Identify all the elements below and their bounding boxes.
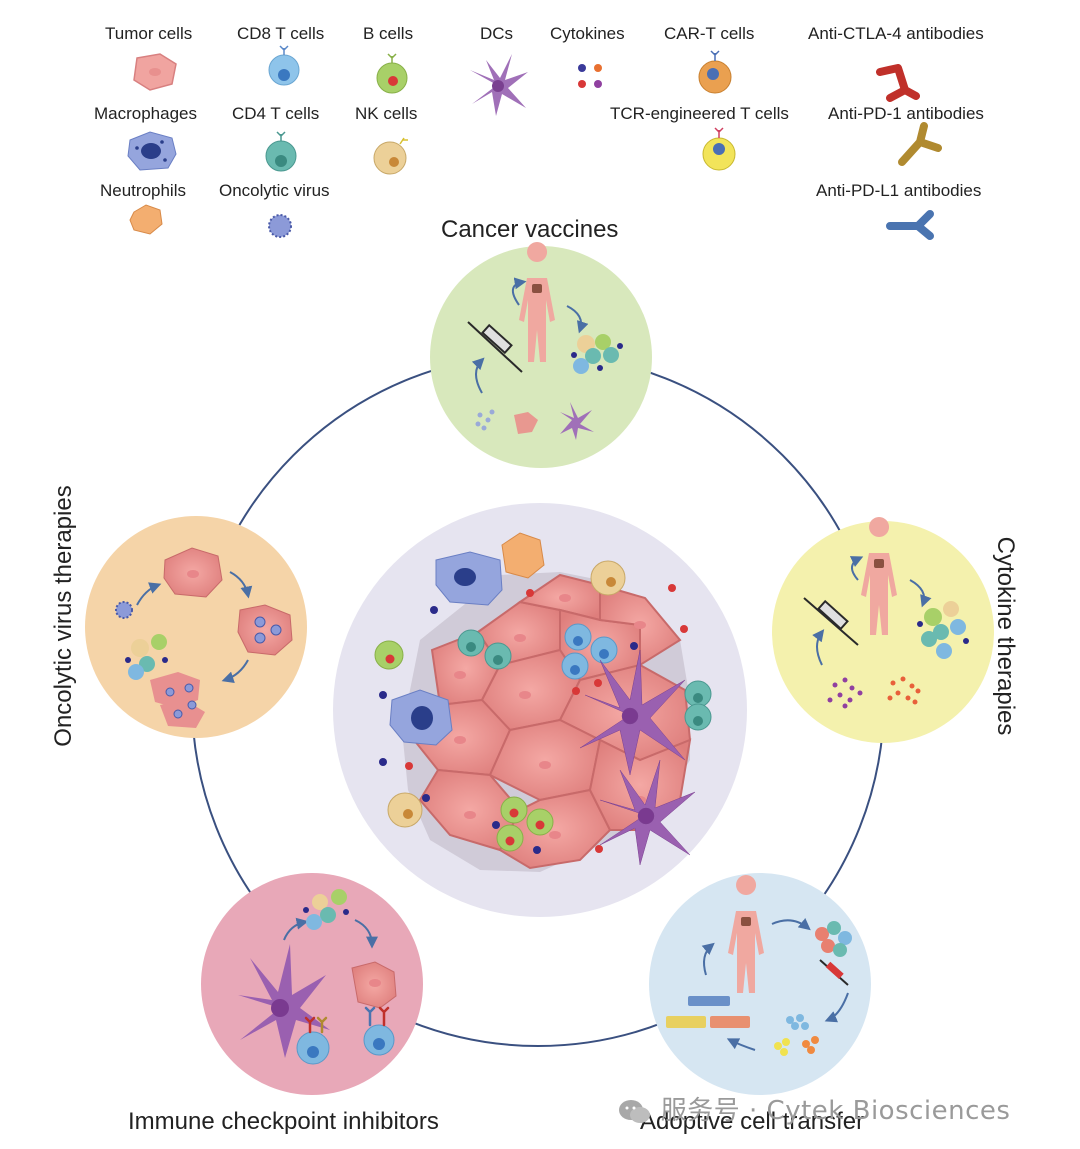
tme-cd4-cell xyxy=(484,642,512,670)
tme-cd8-cell xyxy=(561,652,589,680)
legend-label-tcr-t-cells: TCR-engineered T cells xyxy=(610,104,789,123)
tme-cytokines xyxy=(379,584,688,854)
human-figure-icon xyxy=(728,875,764,993)
dendritic-cell xyxy=(238,944,330,1058)
legend-label-macrophages: Macrophages xyxy=(94,104,198,123)
car-t-cell-icon xyxy=(698,50,732,94)
nk-cell-icon xyxy=(373,137,408,175)
cd8-t-cell-icon xyxy=(268,45,300,86)
legend-label-anti-pd1: Anti-PD-1 antibodies xyxy=(828,104,984,123)
legend-label-anti-pdl1: Anti-PD-L1 antibodies xyxy=(816,181,982,200)
title-oncolytic-virus-therapies: Oncolytic virus therapies xyxy=(50,485,77,747)
checkpoint-inhibitors-panel xyxy=(201,873,423,1095)
tme-dendritic-cell xyxy=(599,759,696,866)
adoptive-cell-transfer-panel xyxy=(649,873,871,1095)
human-figure-icon xyxy=(519,242,555,362)
legend-label-dcs: DCs xyxy=(480,24,514,43)
tme-neutrophil xyxy=(501,532,545,579)
legend-label-anti-ctla4: Anti-CTLA-4 antibodies xyxy=(808,24,984,43)
tme-nk-cell xyxy=(387,792,423,828)
tme-cd8-cell xyxy=(590,636,618,664)
title-cytokine-therapies: Cytokine therapies xyxy=(992,536,1019,736)
cytokines-icon xyxy=(578,64,602,88)
tme-b-cell xyxy=(500,796,528,824)
tme-macrophage xyxy=(435,551,503,606)
syringe-icon xyxy=(467,321,523,373)
oncolytic-virus-icon xyxy=(268,214,292,238)
watermark: 服务号 · Cytek Biosciences xyxy=(618,1090,1010,1127)
oncolytic-virus-icon xyxy=(115,601,133,619)
tme-cd8-cell xyxy=(564,623,592,651)
watermark-text: 服务号 · Cytek Biosciences xyxy=(660,1096,1011,1126)
anti-pdl1-antibody-icon xyxy=(886,210,934,240)
cd4-t-cell-icon xyxy=(265,131,297,172)
tme-cd4-cell xyxy=(684,703,712,731)
title-cancer-vaccines: Cancer vaccines xyxy=(441,216,619,243)
tme-b-cell xyxy=(496,824,524,852)
tme-cd4-cell xyxy=(684,680,712,708)
tme-b-cell xyxy=(526,808,554,836)
tcr-engineered-t-cell-icon xyxy=(702,127,736,171)
legend-label-nk-cells: NK cells xyxy=(355,104,418,123)
anti-ctla4-antibody-icon xyxy=(876,64,920,102)
legend-label-cd4-t-cells: CD4 T cells xyxy=(232,104,320,123)
tumor-microenvironment xyxy=(333,503,747,917)
legend-label-cytokines: Cytokines xyxy=(550,24,625,43)
syringe-icon xyxy=(819,959,849,986)
cd8-cell xyxy=(296,1031,330,1065)
macrophage-icon xyxy=(127,131,177,171)
neutrophil-icon xyxy=(129,204,163,235)
cancer-vaccines-panel xyxy=(430,242,652,468)
title-immune-checkpoint-inhibitors: Immune checkpoint inhibitors xyxy=(128,1108,439,1135)
anti-pd1-antibody-icon xyxy=(898,122,942,166)
dendritic-cell-icon xyxy=(470,54,528,116)
human-figure-icon xyxy=(861,517,897,635)
cd8-cell xyxy=(363,1024,395,1056)
syringe-icon xyxy=(803,597,859,646)
cytokine-therapies-panel xyxy=(772,517,994,743)
legend-label-neutrophils: Neutrophils xyxy=(100,181,186,200)
legend-icons xyxy=(127,45,942,240)
title-adoptive-cell-transfer: Adoptive cell transfer xyxy=(640,1108,865,1135)
legend-label-oncolytic-virus: Oncolytic virus xyxy=(219,181,330,200)
tme-macrophage xyxy=(389,689,453,746)
legend-label-car-t-cells: CAR-T cells xyxy=(664,24,755,43)
legend-label-tumor-cells: Tumor cells xyxy=(105,24,193,43)
oncolytic-virus-panel xyxy=(85,516,307,738)
tme-b-cell xyxy=(374,640,404,670)
tme-nk-cell xyxy=(590,560,626,596)
legend-label-b-cells: B cells xyxy=(363,24,414,43)
tme-cd4-cell xyxy=(457,629,485,657)
tme-dendritic-cell xyxy=(579,649,686,776)
b-cell-icon xyxy=(376,53,408,94)
legend-label-cd8-t-cells: CD8 T cells xyxy=(237,24,325,43)
wechat-icon xyxy=(618,1099,652,1125)
